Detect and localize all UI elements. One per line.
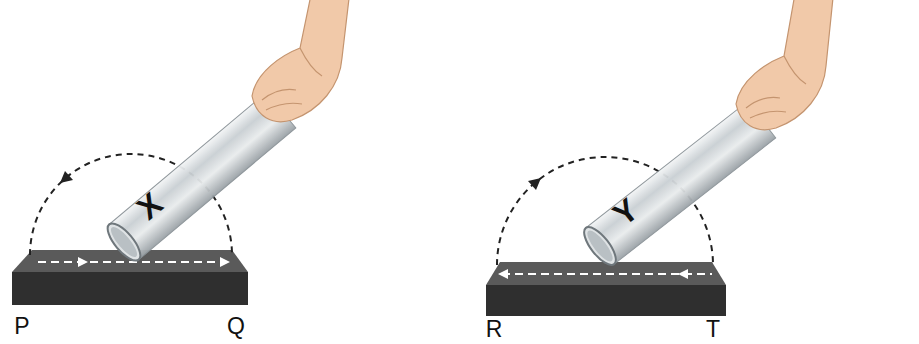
pole-label: R xyxy=(486,318,503,341)
right-scene xyxy=(486,0,834,316)
left-scene xyxy=(12,0,350,305)
arrowhead xyxy=(498,269,508,279)
hand xyxy=(252,0,350,122)
magnet-front xyxy=(486,285,726,316)
arrowhead xyxy=(220,257,230,267)
field-line xyxy=(38,261,222,263)
arrowhead xyxy=(678,269,688,279)
pole-label: T xyxy=(706,318,720,341)
magnet-top xyxy=(486,262,726,285)
glass-tube xyxy=(579,102,776,270)
arrowhead xyxy=(78,257,88,267)
magnet-front xyxy=(12,272,248,305)
arrowhead xyxy=(528,178,541,190)
hand xyxy=(736,0,834,130)
pole-label: P xyxy=(14,315,29,338)
arrowhead xyxy=(60,171,73,183)
pole-label: Q xyxy=(227,315,245,338)
